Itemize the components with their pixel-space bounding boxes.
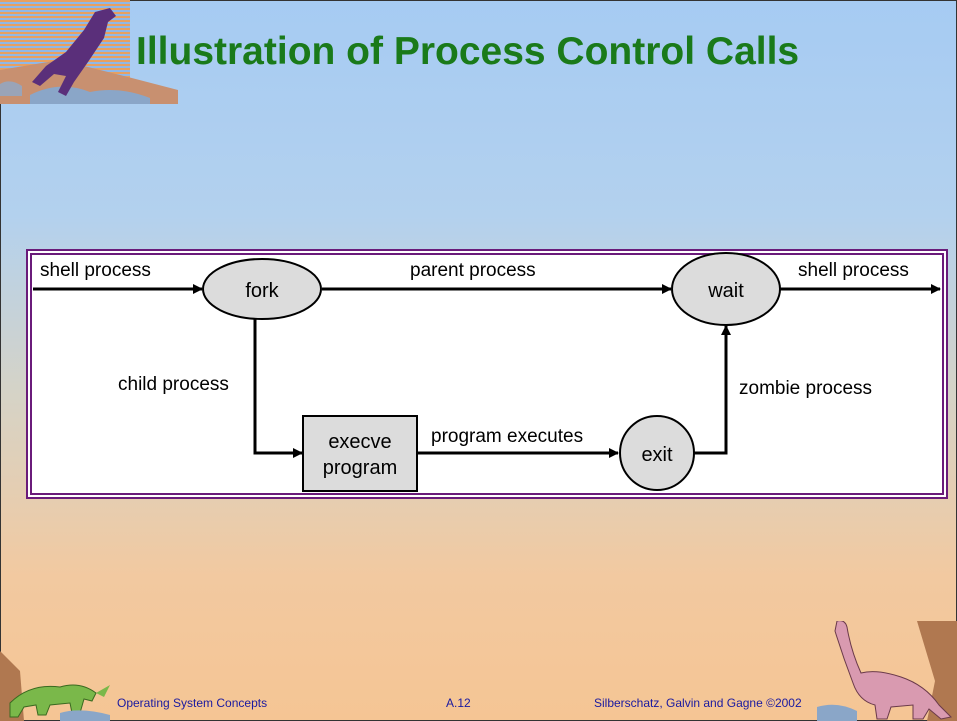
shell-process-in-label: shell process bbox=[40, 260, 151, 281]
parent-process-label: parent process bbox=[410, 260, 536, 281]
footer-slide-number: A.12 bbox=[446, 696, 471, 710]
footer-book-title: Operating System Concepts bbox=[117, 696, 268, 710]
fork-node bbox=[202, 258, 322, 320]
process-control-diagram: fork wait execve program exit shell proc… bbox=[26, 249, 948, 499]
execve-node bbox=[302, 415, 418, 492]
slide-title: Illustration of Process Control Calls bbox=[136, 30, 800, 73]
wait-label: wait bbox=[707, 280, 744, 302]
shell-process-out-label: shell process bbox=[798, 260, 909, 281]
zombie-process-label: zombie process bbox=[739, 378, 872, 399]
execve-label-line1: execve bbox=[328, 431, 391, 453]
edge-child bbox=[253, 319, 303, 458]
dinosaur-corner-image bbox=[0, 0, 178, 104]
program-executes-label: program executes bbox=[431, 426, 583, 447]
child-process-label: child process bbox=[118, 374, 229, 395]
brontosaurus-image bbox=[817, 621, 957, 721]
fork-label: fork bbox=[245, 280, 279, 302]
exit-node bbox=[619, 415, 695, 491]
triceratops-image bbox=[0, 651, 110, 721]
footer-authors: Silberschatz, Galvin and Gagne ©2002 bbox=[594, 696, 802, 710]
exit-label: exit bbox=[641, 444, 673, 466]
wait-node bbox=[671, 252, 781, 326]
execve-label-line2: program bbox=[323, 457, 397, 479]
edge-zombie bbox=[693, 325, 731, 455]
